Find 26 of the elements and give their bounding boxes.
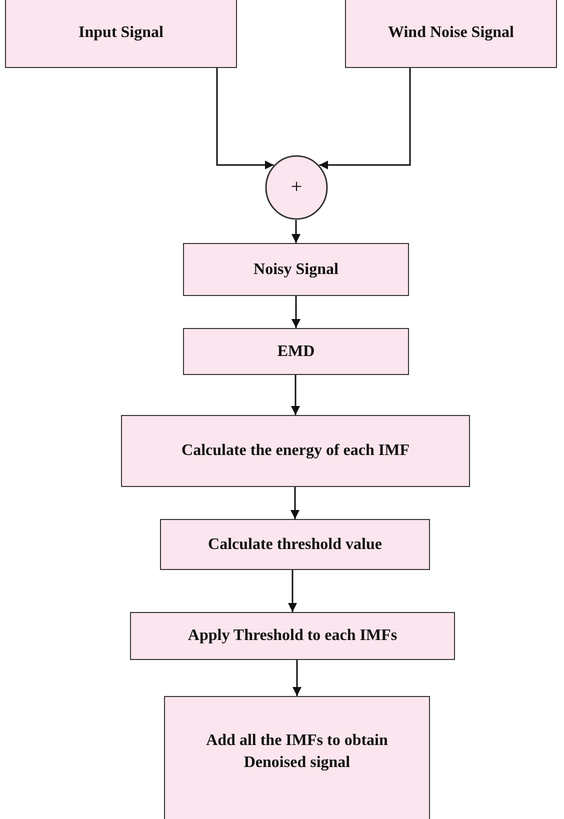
- arrow: [292, 296, 300, 328]
- box-label: Add all the IMFs to obtain Denoised signal: [205, 731, 389, 773]
- process-box: [5, 0, 237, 68]
- box-label: Calculate the energy of each IMF: [182, 441, 410, 462]
- arrow: [292, 220, 300, 243]
- process-box: [164, 696, 430, 819]
- arrow: [319, 68, 411, 170]
- arrow: [291, 375, 300, 415]
- plus-sign: +: [290, 175, 302, 200]
- process-box: [160, 519, 430, 570]
- process-box: [121, 415, 470, 487]
- box-label: Noisy Signal: [254, 260, 338, 280]
- sum-circle: [265, 155, 328, 220]
- box-label: Apply Threshold to each IMFs: [188, 626, 398, 646]
- arrow: [290, 487, 300, 519]
- process-box: [183, 243, 409, 296]
- box-label: EMD: [277, 342, 315, 362]
- box-label: Input Signal: [78, 23, 164, 44]
- arrow: [292, 660, 302, 696]
- arrow: [216, 68, 274, 170]
- process-box: [130, 612, 455, 660]
- process-box: [345, 0, 557, 68]
- arrow: [288, 570, 297, 612]
- process-box: [183, 328, 409, 375]
- box-label: Calculate threshold value: [208, 534, 382, 555]
- box-label: Wind Noise Signal: [388, 23, 514, 44]
